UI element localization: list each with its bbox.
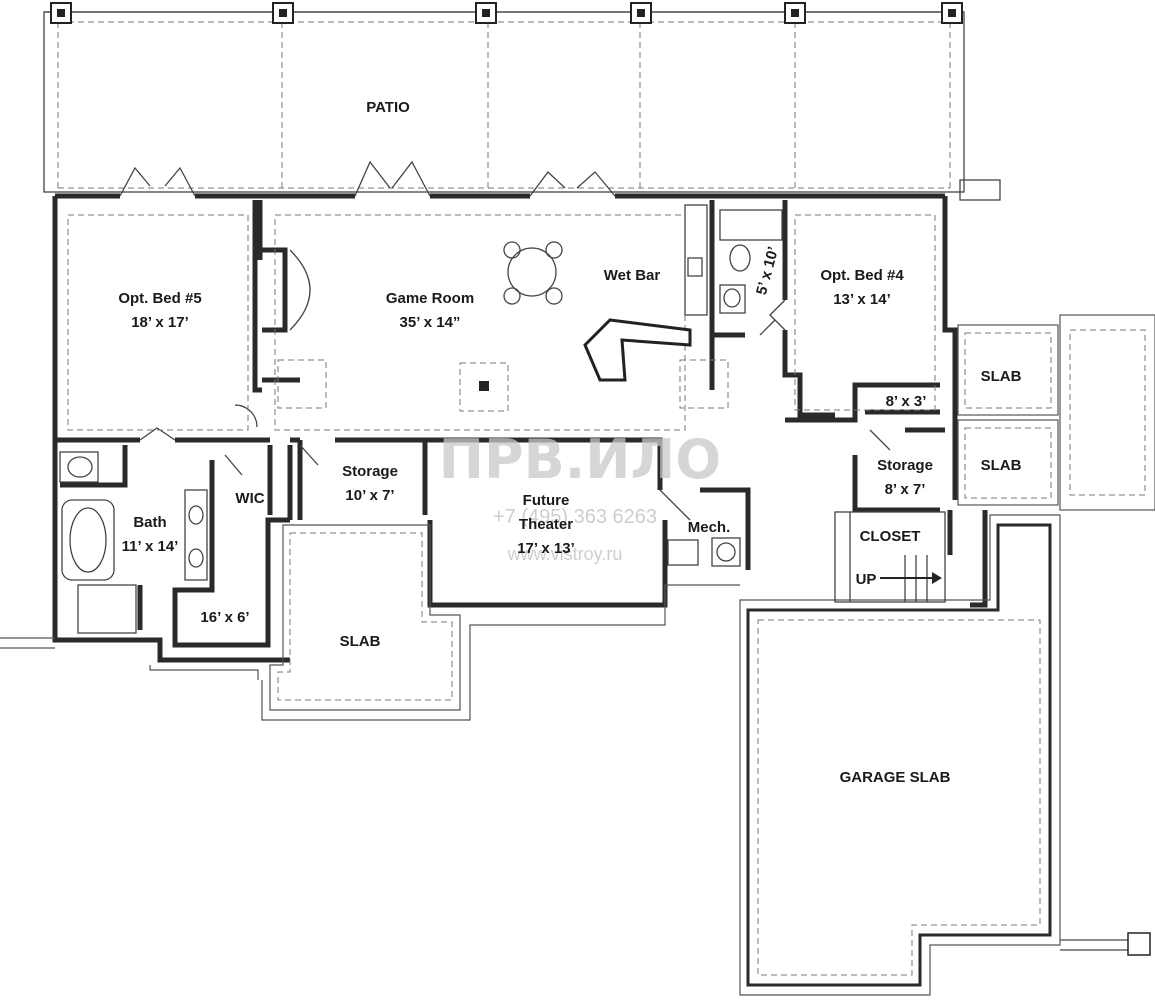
storage2-name: Storage <box>877 457 933 474</box>
column-post <box>479 381 489 391</box>
bath-name: Bath <box>133 514 166 531</box>
dining-table-icon <box>503 241 563 305</box>
mech-label: Mech. <box>688 519 731 536</box>
up-arrow-icon <box>880 572 942 584</box>
bed4-closet-size: 8’ x 3’ <box>886 393 927 410</box>
patio-columns <box>50 2 963 24</box>
small-bath-fixtures <box>719 209 783 314</box>
storage2-size: 8’ x 7’ <box>885 481 926 498</box>
watermark: ПРВ.ИЛО +7 (495) 363 6263 www.vistroy.ru <box>439 428 721 564</box>
patio-label: PATIO <box>366 99 410 116</box>
wet-bar-label: Wet Bar <box>604 267 661 284</box>
master-bath-fixtures <box>59 451 208 634</box>
watermark-site: www.vistroy.ru <box>507 544 623 564</box>
watermark-logo: ПРВ.ИЛО <box>439 428 721 491</box>
watermark-phone: +7 (495) 363 6263 <box>493 506 657 528</box>
ceiling-lines <box>67 214 936 431</box>
theater-line2: Theater <box>519 516 573 533</box>
storage1-size: 10’ x 7’ <box>345 487 394 504</box>
wic-size: 16’ x 6’ <box>200 609 249 626</box>
slab-front-label: SLAB <box>340 633 381 650</box>
wic-label: WIC <box>235 490 264 507</box>
up-label: UP <box>856 571 877 588</box>
doors <box>119 160 891 521</box>
theater-size: 17’ x 13’ <box>517 540 575 557</box>
game-room-size: 35’ x 14” <box>400 314 461 331</box>
closet-label: CLOSET <box>860 528 921 545</box>
stairs <box>834 511 946 603</box>
bed5-name: Opt. Bed #5 <box>118 290 201 307</box>
fireplace-hearth <box>289 249 311 331</box>
east-post <box>959 179 1001 201</box>
room-labels: Opt. Bed #5 18’ x 17’ Game Room 35’ x 14… <box>118 245 1021 786</box>
bath-size: 11’ x 14’ <box>122 538 179 555</box>
storage1-name: Storage <box>342 463 398 480</box>
slab-top-label: SLAB <box>981 368 1022 385</box>
wet-bar-counter <box>583 204 708 382</box>
bed4-size: 13’ x 14’ <box>833 291 891 308</box>
mech-equipment <box>667 537 741 567</box>
patio-area: PATIO <box>43 2 965 193</box>
garage-slab-label: GARAGE SLAB <box>840 769 951 786</box>
small-bath-size: 5’ x 10’ <box>753 245 782 297</box>
game-room-name: Game Room <box>386 290 474 307</box>
theater-line1: Future <box>523 492 570 509</box>
bed4-name: Opt. Bed #4 <box>820 267 904 284</box>
slab-areas <box>0 314 1155 996</box>
walls <box>52 193 988 663</box>
slab-mid-label: SLAB <box>981 457 1022 474</box>
bed5-size: 18’ x 17’ <box>131 314 189 331</box>
